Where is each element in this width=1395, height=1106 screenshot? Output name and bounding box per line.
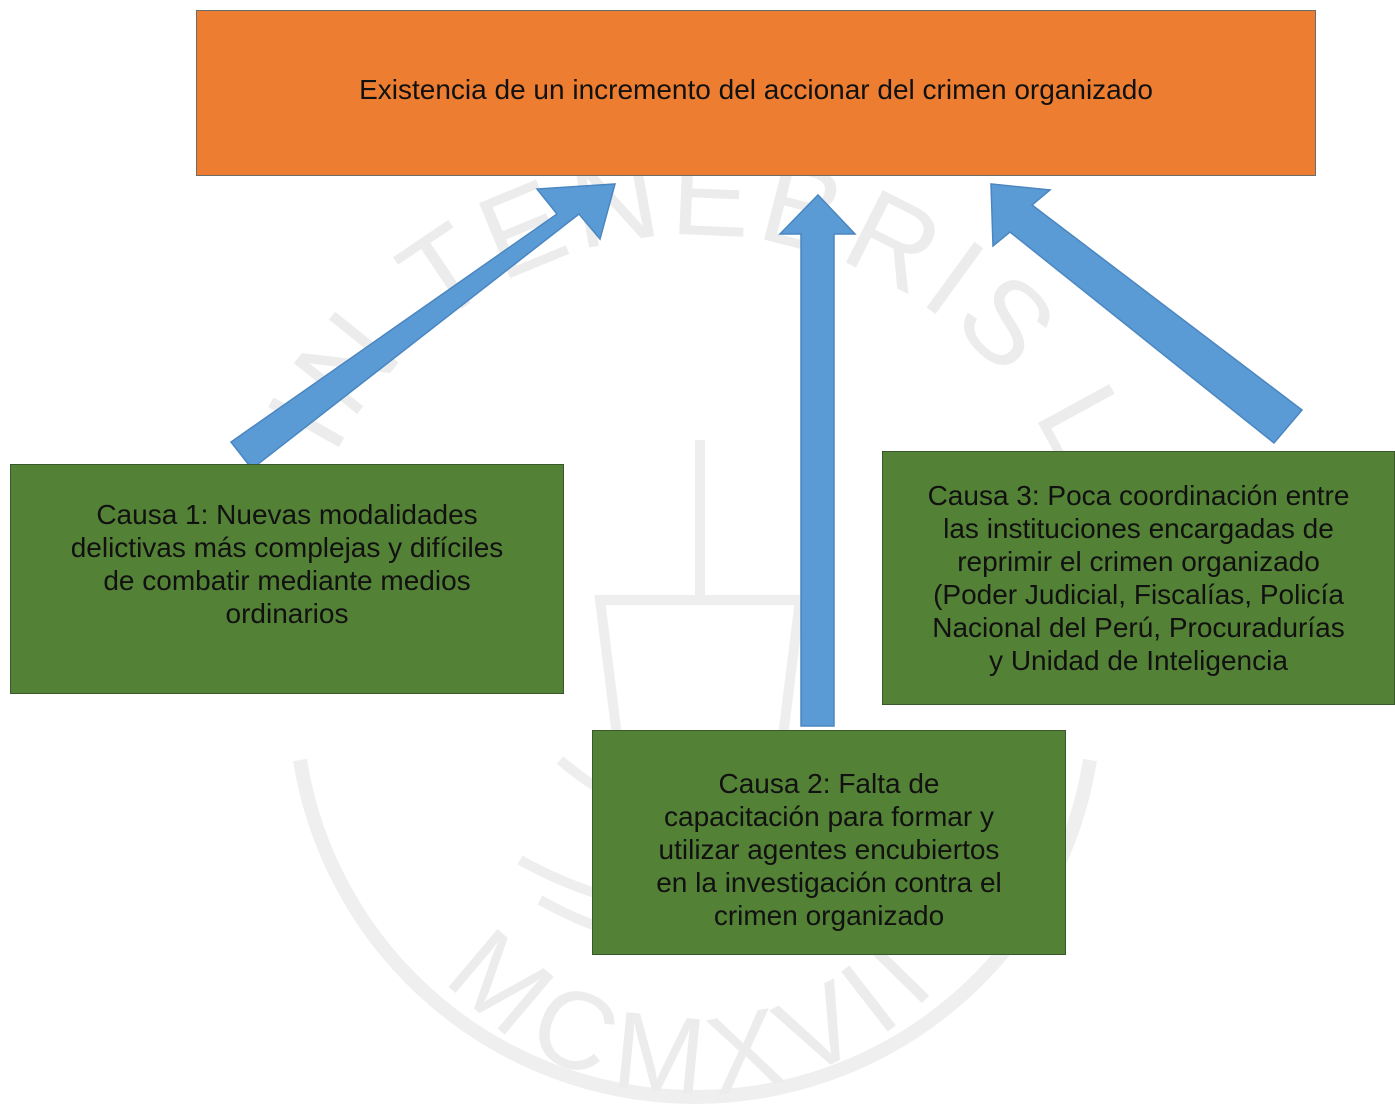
arrow-cause-2-icon [778,193,857,727]
cause-3-box: Causa 3: Poca coordinación entre las ins… [882,451,1395,705]
cause-1-box: Causa 1: Nuevas modalidades delictivas m… [10,464,564,694]
cause-3-text: Causa 3: Poca coordinación entre las ins… [927,480,1350,676]
effect-text: Existencia de un incremento del accionar… [359,74,1153,105]
arrow-cause-1-icon [229,183,616,469]
arrow-cause-3-icon [990,183,1304,445]
effect-box: Existencia de un incremento del accionar… [196,10,1316,176]
cause-2-text: Causa 2: Falta de capacitación para form… [656,768,1002,931]
cause-2-box: Causa 2: Falta de capacitación para form… [592,730,1066,955]
cause-1-text: Causa 1: Nuevas modalidades delictivas m… [70,499,504,629]
